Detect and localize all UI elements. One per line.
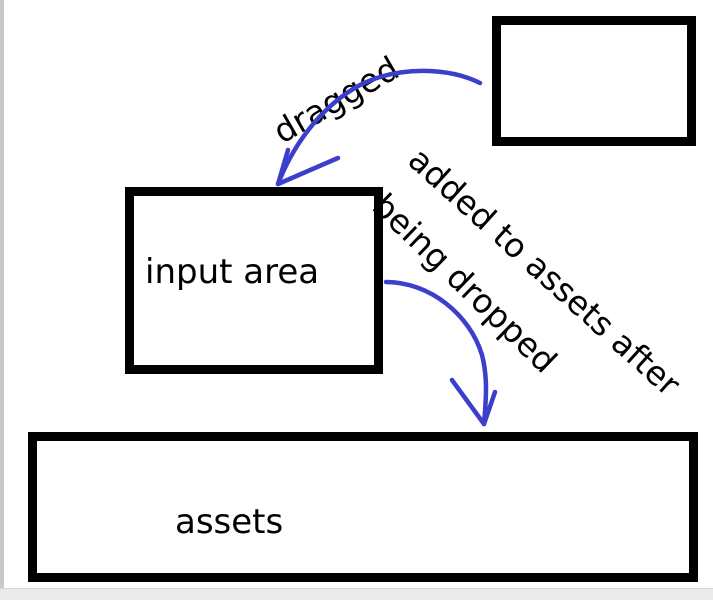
input-area-label: input area: [145, 252, 320, 292]
left-border: [0, 0, 4, 600]
bottom-border: [0, 588, 713, 600]
drag-arrowhead: [275, 147, 341, 187]
drop-arrowhead: [449, 377, 498, 427]
assets-label: assets: [175, 502, 284, 542]
drag-arrow: [275, 68, 483, 187]
input-area-box: [125, 187, 383, 374]
assets-box: [28, 432, 698, 582]
source-box: [492, 16, 696, 146]
drop-arrow: [383, 279, 489, 427]
